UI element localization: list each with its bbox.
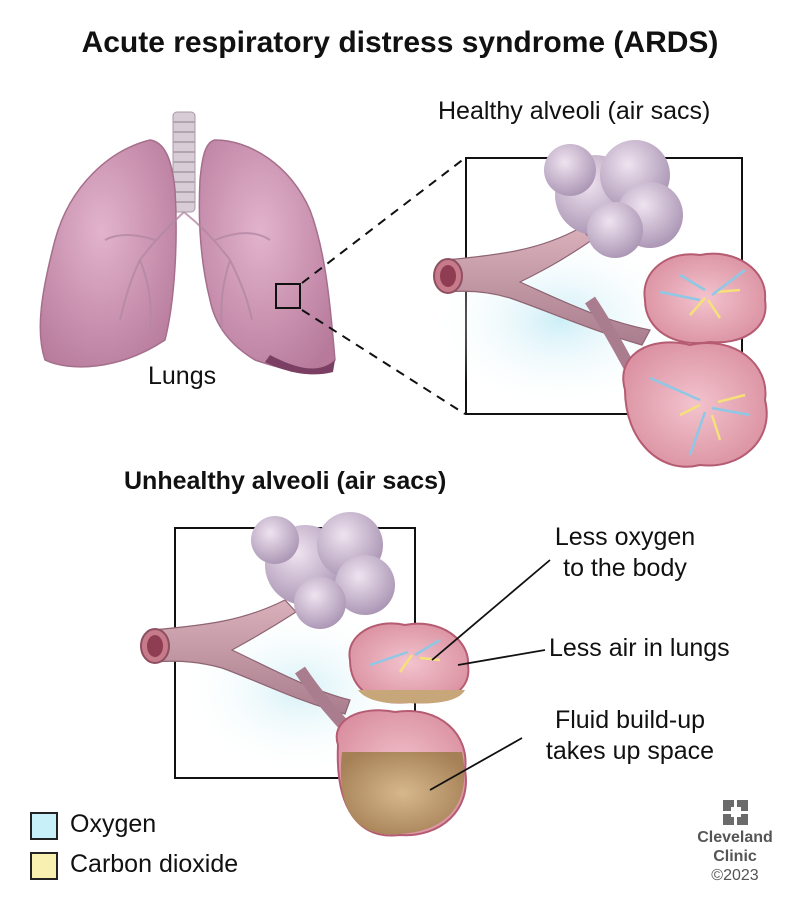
alveolus-fluid-filled: [335, 709, 467, 837]
callout-fluid: Fluid build-up takes up space: [520, 705, 740, 767]
callout-less-air: Less air in lungs: [549, 634, 730, 662]
callout-pointers: [429, 559, 551, 791]
callout-fluid-line1: Fluid build-up: [554, 706, 706, 734]
callout-less-oxygen-line1: Less oxygen: [554, 523, 696, 551]
unhealthy-heading: Unhealthy alveoli (air sacs): [124, 467, 447, 495]
lungs-label: Lungs: [148, 362, 217, 390]
legend-label-oxygen: Oxygen: [70, 810, 157, 838]
alveolus-cutaway-2: [622, 341, 768, 468]
alveolus-cutaway-1: [643, 252, 767, 345]
lungs-illustration: [39, 111, 336, 375]
unhealthy-sac-cluster: [251, 512, 395, 629]
unhealthy-airway: [151, 599, 351, 715]
logo-copyright: ©2023: [711, 867, 759, 884]
healthy-alveoli-illustration: [430, 140, 768, 468]
cleveland-clinic-logo: Cleveland Clinic ©2023: [690, 828, 780, 885]
zoom-marker: [275, 283, 301, 309]
unhealthy-alveoli-illustration: [140, 512, 470, 837]
logo-line2: Clinic: [713, 848, 757, 865]
healthy-heading: Healthy alveoli (air sacs): [438, 97, 711, 125]
legend-label-carbon-dioxide: Carbon dioxide: [70, 850, 239, 878]
lung-left: [39, 139, 177, 368]
logo-line1: Cleveland: [697, 829, 773, 846]
callout-less-oxygen: Less oxygen to the body: [535, 522, 715, 584]
zoom-lines: [301, 157, 466, 415]
legend-swatch-carbon-dioxide: [30, 852, 58, 880]
callout-less-oxygen-line2: to the body: [563, 554, 687, 582]
page-title: Acute respiratory distress syndrome (ARD…: [81, 26, 719, 59]
alveolar-sac-cluster: [544, 140, 683, 258]
callout-fluid-line2: takes up space: [545, 737, 715, 765]
cleveland-clinic-logo-mark: [723, 800, 748, 825]
lung-right: [198, 139, 336, 372]
bronchial-tree: [104, 211, 271, 331]
legend-swatch-oxygen: [30, 812, 58, 840]
alveolus-partial-fluid: [348, 622, 470, 704]
trachea: [172, 111, 196, 213]
